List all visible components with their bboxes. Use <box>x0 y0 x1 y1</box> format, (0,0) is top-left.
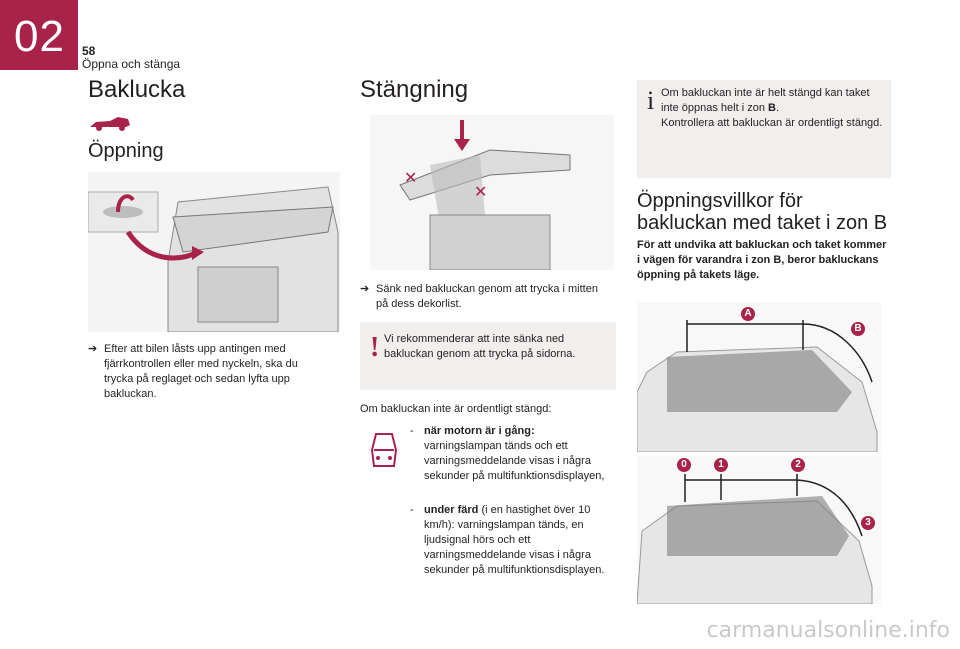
zone-label-b: B <box>851 322 865 336</box>
info-text-3: Kontrollera att bakluckan är ordentligt … <box>661 117 883 129</box>
position-label-2: 2 <box>791 458 805 472</box>
position-label-1: 1 <box>714 458 728 472</box>
page-title: Baklucka <box>88 76 186 103</box>
trunk-open-warning-icon <box>368 430 400 475</box>
item2-bold: under färd <box>424 504 479 516</box>
warning-item-2: - under färd (i en hastighet över 10 km/… <box>410 503 614 578</box>
subsection-opening-title: Öppning <box>88 140 164 162</box>
dash: - <box>410 504 414 516</box>
info-text-1: Om bakluckan inte är helt stängd kan tak… <box>661 87 870 114</box>
step-arrow-icon: ➔ <box>360 283 370 295</box>
zone-label-a: A <box>741 307 755 321</box>
not-closed-intro: Om bakluckan inte är ordentligt stängd: <box>360 403 552 415</box>
conditions-text: För att undvika att bakluckan och taket … <box>637 239 887 281</box>
item2-text: (i en hastighet över 10 km/h): varningsl… <box>424 504 605 576</box>
page-number: 58 <box>82 44 96 58</box>
closing-step: ➔ Sänk ned bakluckan genom att trycka i … <box>360 282 600 312</box>
svg-text:✕: ✕ <box>474 184 487 201</box>
conditions-title: Öppningsvillkor för bakluckan med taket … <box>637 190 888 234</box>
closing-title: Stängning <box>360 76 469 103</box>
warning-box: ! Vi rekommenderar att inte sänka ned ba… <box>360 322 616 390</box>
roof-zones-illustration: A B <box>637 302 881 452</box>
info-text: Om bakluckan inte är helt stängd kan tak… <box>661 86 885 131</box>
closing-step-text: Sänk ned bakluckan genom att trycka i mi… <box>376 283 598 310</box>
chapter-tab: 02 <box>0 0 78 70</box>
warning-item-1: - när motorn är i gång: varningslampan t… <box>410 424 614 484</box>
warning-text: Vi rekommenderar att inte sänka ned bakl… <box>384 333 576 360</box>
position-label-3: 3 <box>861 516 875 530</box>
watermark: carmanualsonline.info <box>706 618 950 643</box>
warning-icon: ! <box>370 332 380 363</box>
item1-text: varningslampan tänds och ett varningsmed… <box>424 440 605 482</box>
info-zone: B <box>768 102 776 114</box>
info-icon: i <box>647 86 655 115</box>
opening-step: ➔ Efter att bilen låsts upp antingen med… <box>88 342 328 402</box>
trunk-opening-illustration <box>88 172 340 332</box>
step-arrow-icon: ➔ <box>88 343 98 355</box>
convertible-car-icon <box>88 115 132 136</box>
dash: - <box>410 425 414 437</box>
info-text-2: . <box>775 102 780 114</box>
roof-positions-illustration: 0 1 2 3 <box>637 456 881 604</box>
svg-text:✕: ✕ <box>404 170 417 187</box>
item1-bold: när motorn är i gång: <box>424 425 535 437</box>
info-box: i Om bakluckan inte är helt stängd kan t… <box>637 80 891 178</box>
position-label-0: 0 <box>677 458 691 472</box>
trunk-closing-illustration: ✕ ✕ <box>370 115 614 270</box>
section-title: Öppna och stänga <box>82 57 181 71</box>
opening-step-text: Efter att bilen låsts upp antingen med f… <box>104 343 298 400</box>
chapter-number: 02 <box>14 12 65 61</box>
